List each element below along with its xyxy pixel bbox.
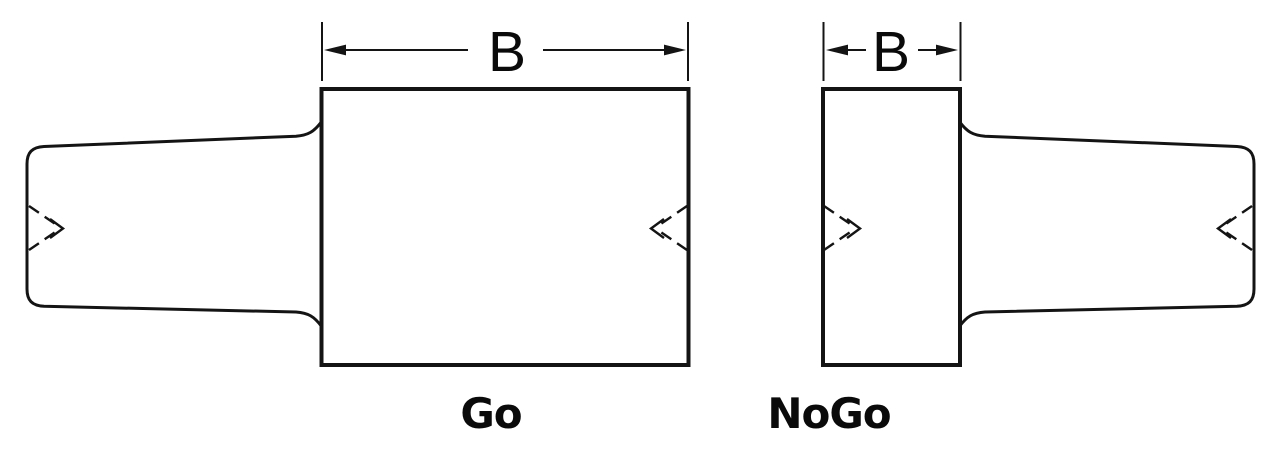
nogo-dimension-arrow-left-icon: [826, 44, 848, 56]
nogo-dimension-arrow-right-icon: [936, 44, 958, 56]
center-arm-top: [656, 205, 688, 228]
center-tip-chevron: [846, 218, 863, 239]
nogo-handle: [957, 119, 1256, 329]
go-label: Go: [460, 389, 521, 438]
nogo-handle-center-mark-icon: [1215, 205, 1253, 251]
nogo-dimension-label: B: [872, 20, 910, 84]
nogo-gauge: B NoGo: [767, 20, 1256, 438]
center-tip-chevron: [648, 218, 665, 239]
nogo-dimension: B: [822, 20, 962, 84]
go-dimension-arrow-left-icon: [324, 44, 346, 56]
go-face-center-mark-icon: [648, 205, 688, 251]
nogo-gauge-body: [821, 87, 962, 367]
center-arm-top: [823, 205, 855, 228]
go-dimension-label: B: [488, 20, 526, 84]
nogo-face-center-mark-icon: [823, 205, 863, 251]
center-arm-bottom: [28, 228, 60, 251]
center-tip-chevron: [1215, 218, 1232, 239]
center-tip-chevron: [49, 218, 66, 239]
center-arm-bottom: [823, 228, 855, 251]
go-handle-center-mark-icon: [28, 205, 66, 251]
go-dimension: B: [321, 20, 689, 84]
go-gauge-body: [319, 87, 691, 367]
go-gauge: B Go: [25, 20, 691, 438]
go-handle: [25, 119, 324, 329]
center-arm-bottom: [1221, 228, 1253, 251]
go-dimension-arrow-right-icon: [664, 44, 686, 56]
nogo-label: NoGo: [767, 389, 890, 438]
center-arm-bottom: [656, 228, 688, 251]
